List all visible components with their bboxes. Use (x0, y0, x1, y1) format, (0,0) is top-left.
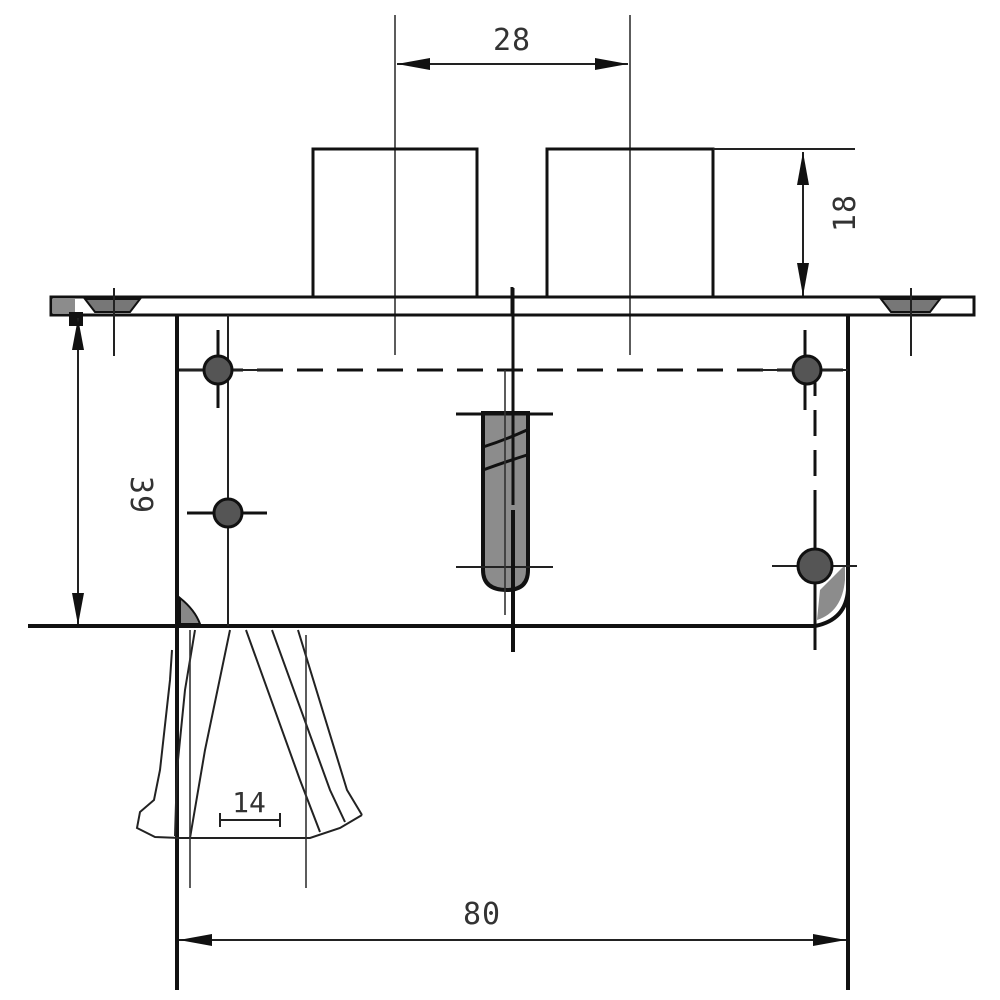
mounting-screws (180, 330, 857, 650)
dim-label-28: 28 (493, 23, 531, 58)
dimension-bolt-projection: 18 (797, 152, 863, 296)
screw-bottom-right (772, 508, 857, 650)
deadbolt (545, 147, 855, 299)
dim-label-39: 39 (123, 476, 158, 514)
screw-mid-left (187, 497, 267, 529)
screw-top-right (760, 330, 848, 410)
dimension-body-height: 39 (72, 318, 158, 625)
dim-label-18: 18 (828, 194, 863, 232)
dim-label-80: 80 (463, 897, 501, 932)
screw-top-left (180, 330, 270, 408)
dim-label-14: 14 (232, 786, 266, 819)
key-slot (456, 288, 553, 652)
dimension-backset-width: 80 (179, 897, 846, 946)
lever-handle: 14 (135, 629, 363, 888)
lock-body (28, 315, 850, 990)
